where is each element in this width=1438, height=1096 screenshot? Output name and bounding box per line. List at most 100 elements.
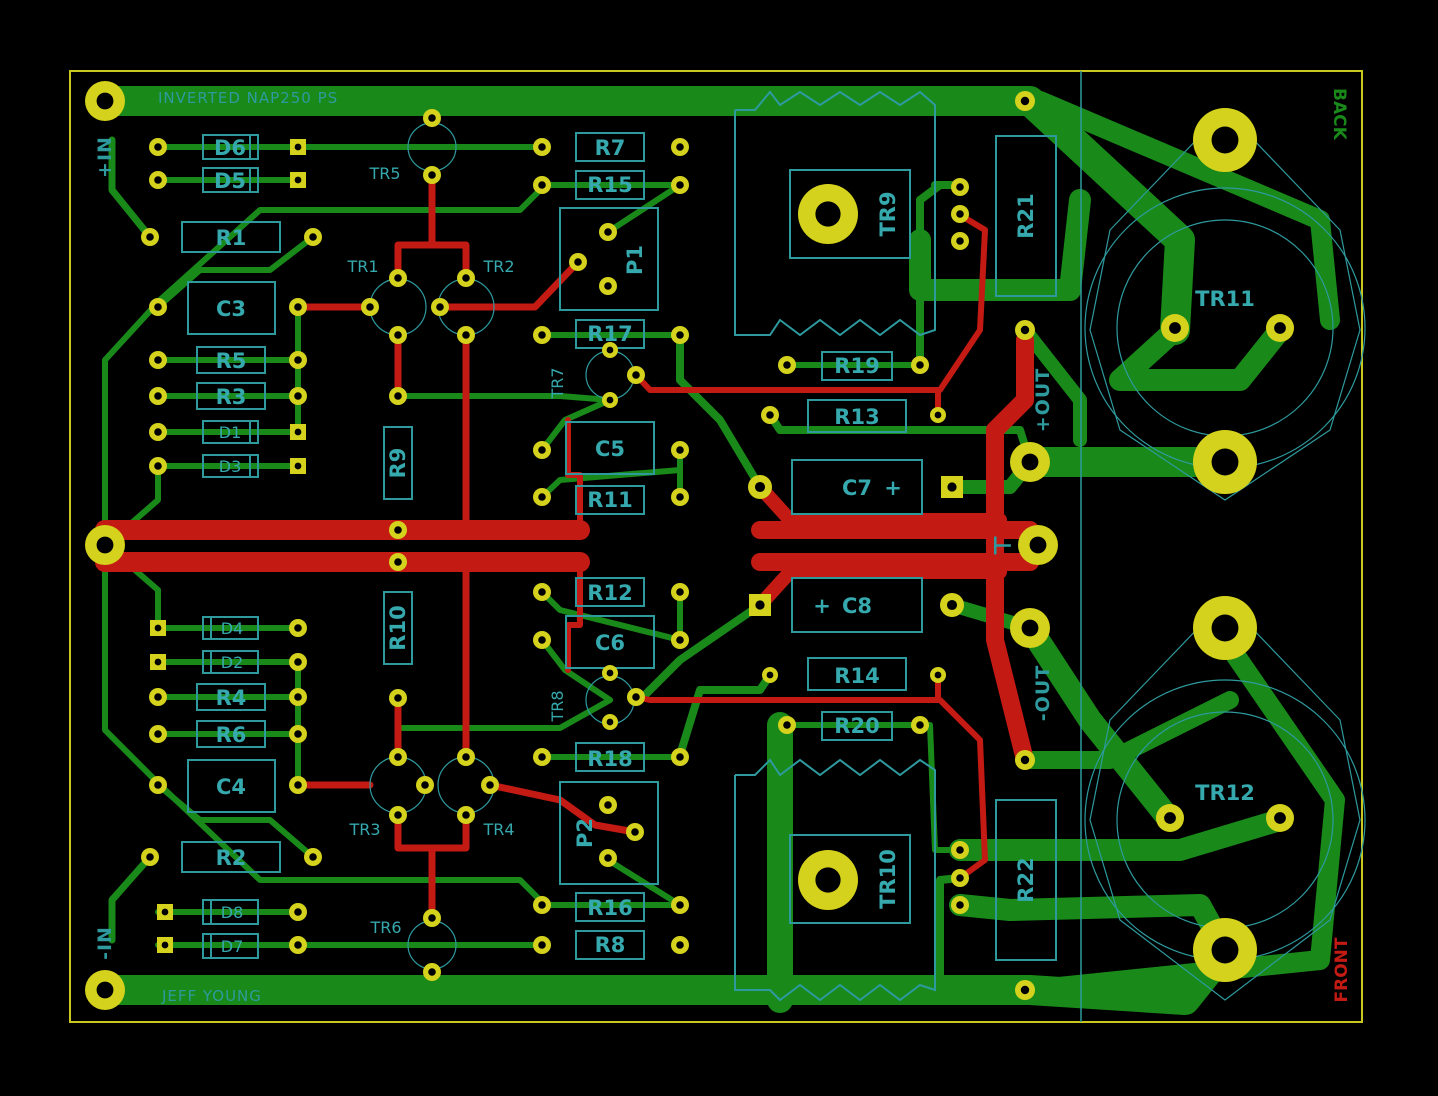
ref-R11: R11	[587, 488, 632, 512]
drill-hole	[294, 303, 302, 311]
drill-hole	[934, 411, 942, 419]
board-labels: INVERTED NAP250 PS JEFF YOUNG BACK FRONT…	[94, 88, 1352, 1005]
drill-hole	[676, 143, 684, 151]
ref-C6: C6	[595, 631, 625, 655]
ref-R16: R16	[587, 896, 632, 920]
drill-hole	[956, 210, 964, 218]
ref-C4: C4	[216, 775, 246, 799]
drill-hole	[96, 92, 114, 110]
drill-hole	[161, 908, 169, 916]
drill-hole	[606, 396, 614, 404]
drill-hole	[1020, 96, 1030, 106]
ref-TR4: TR4	[482, 820, 514, 839]
ref-TR3: TR3	[348, 820, 380, 839]
ref-R7: R7	[595, 136, 626, 160]
drill-hole	[436, 303, 444, 311]
drill-hole	[1164, 812, 1176, 824]
ref-R6: R6	[216, 723, 247, 747]
ref-TR5: TR5	[368, 164, 400, 183]
drill-hole	[294, 908, 302, 916]
drill-hole	[604, 282, 612, 290]
board-author: JEFF YOUNG	[161, 987, 262, 1005]
drill-hole	[947, 482, 957, 492]
drill-hole	[394, 526, 402, 534]
ref-TR12: TR12	[1195, 781, 1255, 805]
ref-R17: R17	[587, 322, 632, 346]
drill-hole	[1211, 126, 1239, 154]
drill-hole	[154, 176, 162, 184]
front-copper-layer	[95, 171, 1049, 922]
ref-R4: R4	[216, 686, 247, 710]
drill-hole	[154, 428, 162, 436]
drill-hole	[486, 781, 494, 789]
ref-R20: R20	[834, 714, 879, 738]
ref-D4: D4	[221, 619, 244, 638]
drill-hole	[676, 636, 684, 644]
back-label: BACK	[1329, 88, 1349, 141]
drill-hole	[154, 392, 162, 400]
drill-hole	[462, 331, 470, 339]
drill-hole	[676, 941, 684, 949]
drill-hole	[934, 671, 942, 679]
drill-hole	[956, 183, 964, 191]
drill-hole	[1020, 325, 1030, 335]
drill-hole	[1211, 448, 1239, 476]
drill-hole	[538, 181, 546, 189]
ref-C8: C8	[842, 594, 872, 618]
ref-R3: R3	[216, 385, 247, 409]
drill-hole	[154, 462, 162, 470]
ref-D3: D3	[219, 457, 242, 476]
drill-hole	[1274, 812, 1286, 824]
drill-hole	[96, 981, 114, 999]
drill-hole	[154, 693, 162, 701]
drill-hole	[956, 237, 964, 245]
drill-hole	[154, 624, 162, 632]
drill-hole	[916, 721, 924, 729]
drill-hole	[1021, 453, 1039, 471]
drill-hole	[946, 599, 958, 611]
drill-hole	[394, 753, 402, 761]
ref-C7: C7	[842, 476, 872, 500]
drill-hole	[815, 201, 841, 227]
reference-designators: D6 D5 R1 C3 R5 R3 D1 D3 TR5 TR1 TR2 R9 R…	[214, 136, 1255, 957]
drill-hole	[154, 730, 162, 738]
ref-R10: R10	[386, 605, 410, 650]
ref-TR8: TR8	[548, 690, 567, 722]
drill-hole	[956, 846, 964, 854]
board-title: INVERTED NAP250 PS	[158, 89, 338, 107]
drill-hole	[294, 624, 302, 632]
drill-hole	[604, 228, 612, 236]
ref-TR6: TR6	[369, 918, 401, 937]
drill-hole	[1020, 755, 1030, 765]
ref-TR11: TR11	[1195, 287, 1255, 311]
drill-hole	[462, 811, 470, 819]
drill-hole	[604, 854, 612, 862]
ref-TR10: TR10	[876, 849, 900, 909]
drill-hole	[428, 114, 436, 122]
drill-hole	[676, 901, 684, 909]
drill-hole	[538, 331, 546, 339]
ref-TR1: TR1	[346, 257, 378, 276]
drill-hole	[154, 356, 162, 364]
drill-hole	[294, 693, 302, 701]
ref-TR2: TR2	[482, 257, 514, 276]
drill-hole	[294, 143, 302, 151]
drill-hole	[161, 941, 169, 949]
drill-hole	[1029, 536, 1047, 554]
drill-hole	[294, 176, 302, 184]
drill-hole	[294, 428, 302, 436]
drill-hole	[916, 361, 924, 369]
out-pos-label: +OUT	[1032, 368, 1054, 432]
ref-TR9: TR9	[876, 191, 900, 236]
drill-hole	[676, 493, 684, 501]
ref-R12: R12	[587, 581, 632, 605]
drill-hole	[1211, 936, 1239, 964]
ref-R18: R18	[587, 747, 632, 771]
drill-hole	[766, 671, 774, 679]
drill-hole	[96, 536, 114, 554]
drill-hole	[754, 481, 766, 493]
out-neg-label: -OUT	[1032, 665, 1054, 721]
drill-hole	[956, 901, 964, 909]
ref-R2: R2	[216, 846, 247, 870]
drill-hole	[538, 901, 546, 909]
